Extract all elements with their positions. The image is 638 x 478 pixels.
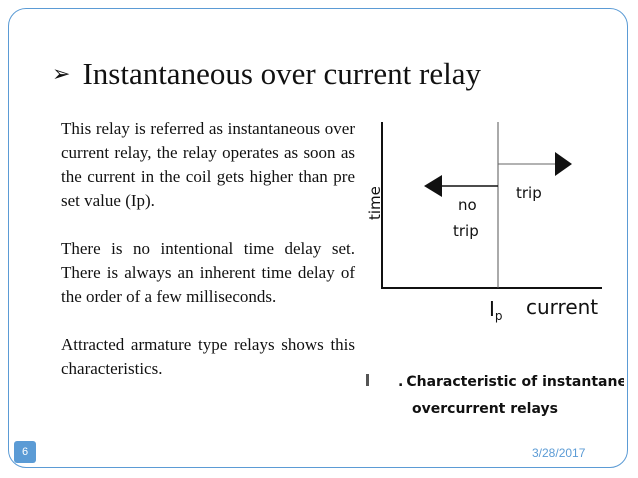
paragraph-relay-type: Attracted armature type relays shows thi… xyxy=(61,335,355,378)
slide-title: ➢ Instantaneous over current relay xyxy=(52,56,481,92)
caption-line1: .Characteristic of instantaneous xyxy=(398,374,624,390)
pickup-current-label-main: I xyxy=(489,297,495,321)
pickup-current-label-sub: p xyxy=(495,309,503,323)
no-trip-label-line1: no xyxy=(458,196,477,214)
paragraph-definition: This relay is referred as instantaneous … xyxy=(61,119,355,210)
no-trip-label-line2: trip xyxy=(453,222,479,240)
slide-number-badge: 6 xyxy=(14,441,36,463)
y-axis-label: time xyxy=(366,186,384,220)
arrow-bullet-icon: ➢ xyxy=(52,62,71,87)
caption-line2: overcurrent relays xyxy=(412,401,558,417)
characteristic-figure: time no trip trip Ip current .Characteri… xyxy=(362,118,638,428)
slide-frame xyxy=(8,8,628,468)
slide-title-text: Instantaneous over current relay xyxy=(82,56,481,91)
body-text: This relay is referred as instantaneous … xyxy=(61,117,355,405)
caption-dot: . xyxy=(398,374,403,390)
pickup-current-label: Ip xyxy=(489,297,503,323)
paragraph-time-delay: There is no intentional time delay set. … xyxy=(61,239,355,306)
trip-arrow-head xyxy=(555,152,572,176)
trip-label: trip xyxy=(516,184,542,202)
slide-date: 3/28/2017 xyxy=(532,446,586,460)
x-axis-label: current xyxy=(526,295,598,319)
characteristic-diagram: time no trip trip Ip current .Characteri… xyxy=(366,122,638,417)
no-trip-arrow-head xyxy=(424,175,442,197)
caption-artifact xyxy=(366,374,369,386)
